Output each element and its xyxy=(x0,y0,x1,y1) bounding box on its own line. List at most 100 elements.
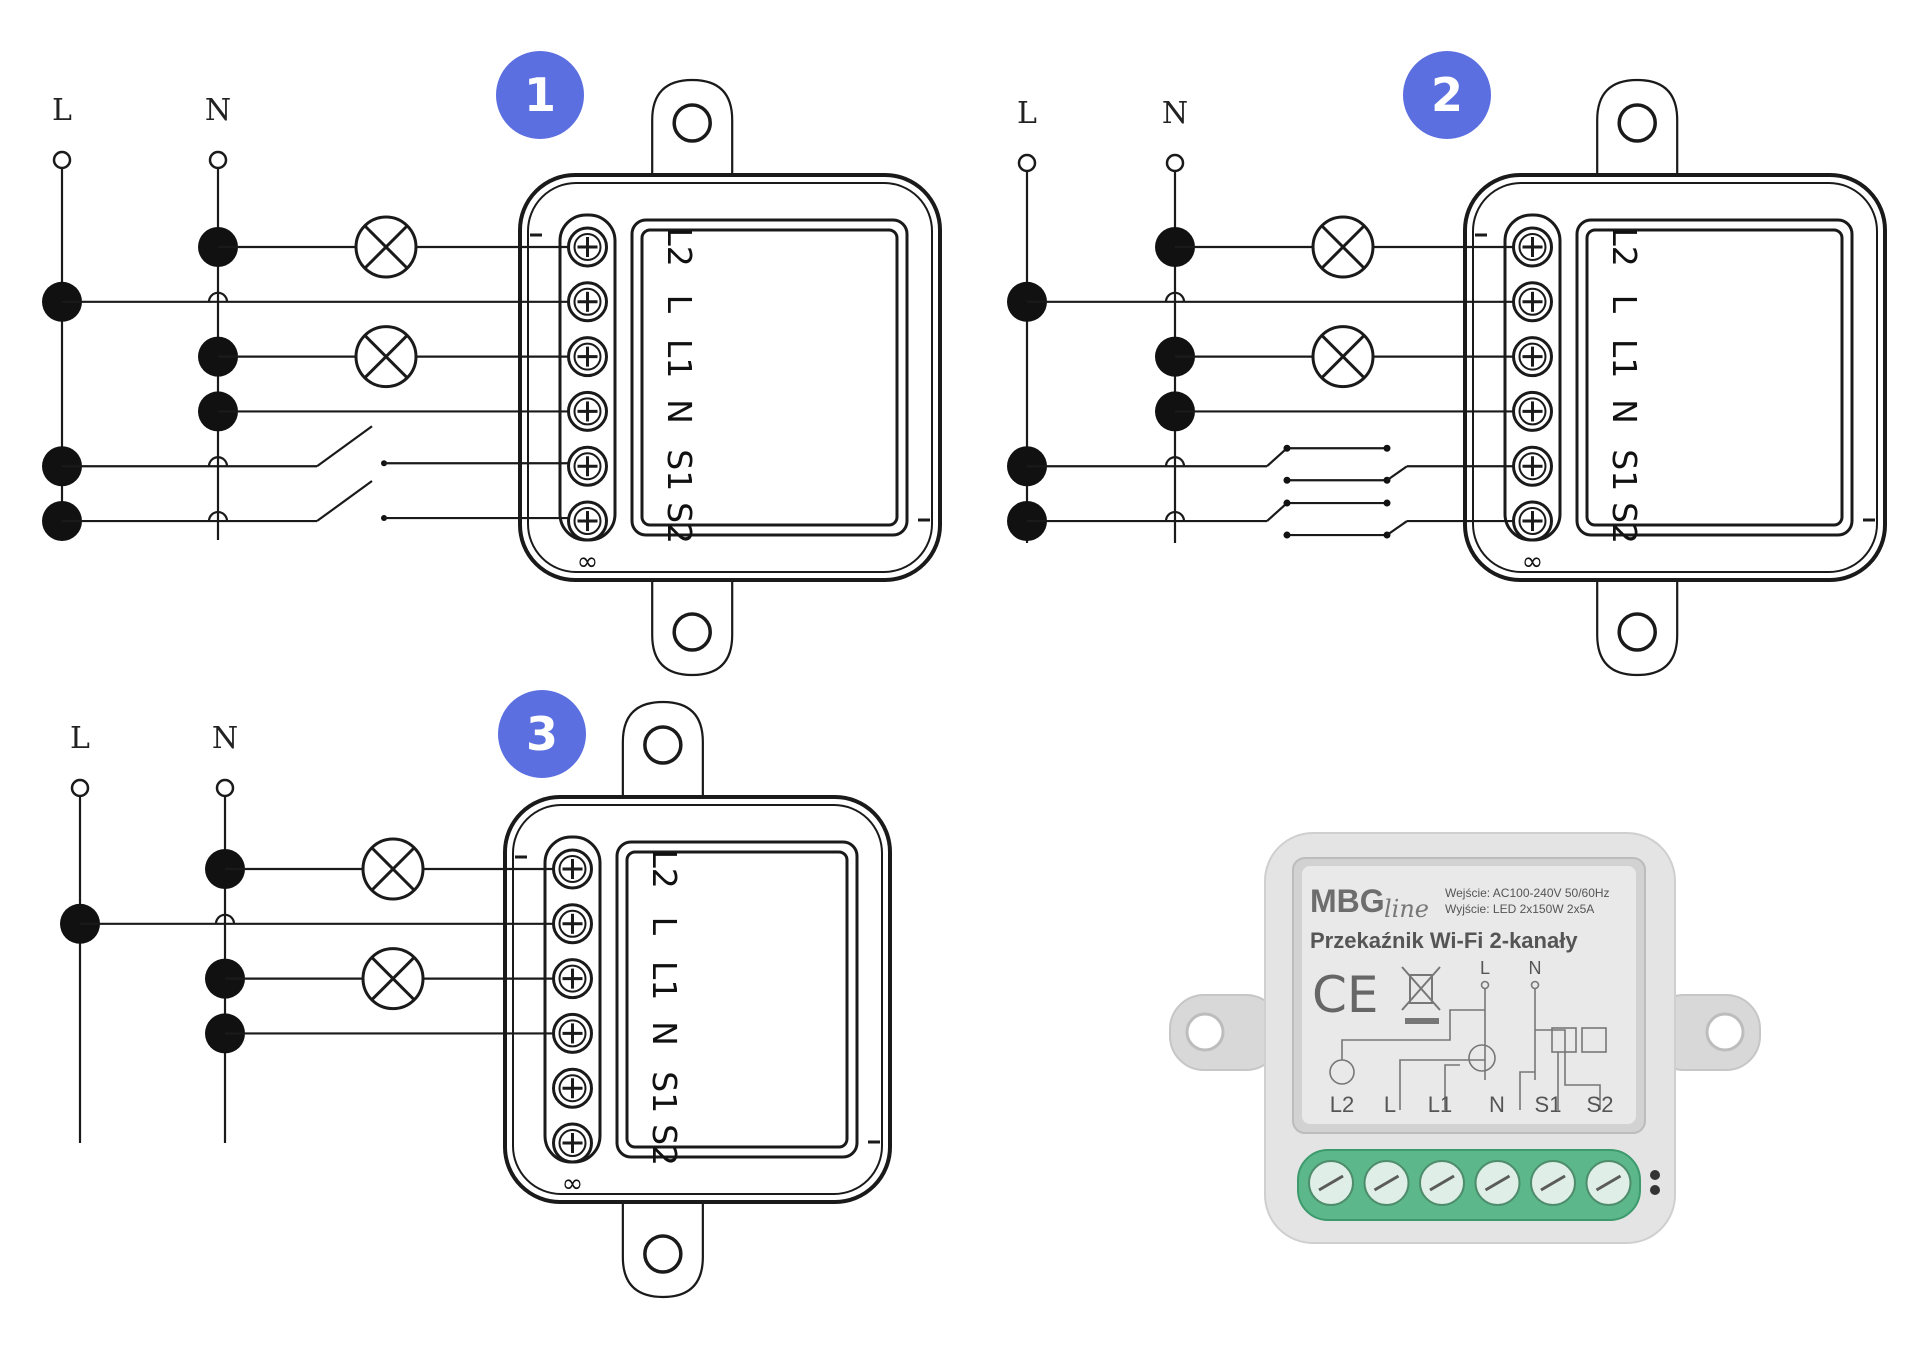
schematic-bottom-label: N xyxy=(1489,1092,1505,1117)
terminal-screw-slot xyxy=(1595,1174,1622,1192)
schematic-bottom-label: L xyxy=(1384,1092,1396,1117)
step-badge-number: 3 xyxy=(526,707,558,761)
spec-input: Wejście: AC100-240V 50/60Hz xyxy=(1445,886,1610,900)
terminal-label-l: L xyxy=(645,917,684,936)
module-body-inner xyxy=(527,182,933,573)
mounting-tab-bottom xyxy=(621,1202,704,1299)
screw-head xyxy=(558,1019,587,1048)
schematic-node xyxy=(1480,980,1490,990)
wire-crossover xyxy=(207,291,229,302)
schematic-top-label: L xyxy=(1480,958,1490,978)
step-badge xyxy=(498,690,586,778)
schematic-line xyxy=(1444,1064,1460,1110)
terminal-screw-slot xyxy=(1484,1174,1511,1192)
terminal-label-l2: L2 xyxy=(645,849,684,888)
supply-label-l: L xyxy=(1017,96,1037,131)
wire-crossover xyxy=(207,456,229,467)
terminal-label-l1: L1 xyxy=(645,961,684,1000)
schematic-line xyxy=(1519,1071,1535,1110)
schematic-lamp-icon xyxy=(1329,1059,1355,1085)
brand-logo-script: line xyxy=(1384,895,1429,923)
mounting-hole-top xyxy=(643,725,683,765)
switch-contact xyxy=(1283,531,1291,539)
supply-terminal-l xyxy=(70,778,90,798)
screw-head xyxy=(558,855,587,883)
label-panel xyxy=(630,218,909,537)
terminal-label-n: N xyxy=(660,399,699,424)
supply-terminal-n xyxy=(1165,153,1185,173)
switch-lever xyxy=(316,480,373,522)
screw-head xyxy=(1518,342,1547,371)
screw-head xyxy=(558,1129,587,1158)
wire-crossover xyxy=(1164,456,1186,467)
label-panel xyxy=(1575,218,1854,537)
supply-label-n: N xyxy=(212,721,238,756)
mounting-tab-top xyxy=(651,78,734,175)
mounting-tab-bottom xyxy=(651,580,734,677)
module-body-inner xyxy=(512,804,883,1195)
screw-head xyxy=(558,964,587,993)
supply-label-n: N xyxy=(1162,96,1188,131)
label-schematic xyxy=(1329,980,1607,1110)
product-title: Przekaźnik Wi-Fi 2-kanały xyxy=(1310,928,1578,953)
led-indicator-mark: ∞ xyxy=(562,1169,584,1199)
schematic-bottom-label: S1 xyxy=(1535,1092,1562,1117)
switch-lever xyxy=(316,425,373,468)
lamp-cross xyxy=(1320,224,1366,270)
supply-label-l: L xyxy=(52,93,72,128)
schematic-line xyxy=(1341,1009,1485,1060)
weee-bin-icon xyxy=(1401,966,1441,1024)
mounting-hole-bottom xyxy=(672,612,712,652)
mounting-hole-top xyxy=(1617,103,1657,143)
screw-head xyxy=(558,1074,587,1103)
screw-head xyxy=(573,507,602,536)
lamp-cross xyxy=(363,334,409,379)
switch-lever xyxy=(1386,465,1408,482)
schematic-bottom-label: S2 xyxy=(1587,1092,1614,1117)
schematic-lamp-icon xyxy=(1468,1044,1496,1072)
screw-head xyxy=(573,287,602,316)
supply-terminal-n xyxy=(208,150,228,170)
supply-terminal-l xyxy=(52,150,72,170)
screw-head xyxy=(1518,287,1547,316)
mounting-hole-top xyxy=(672,103,712,143)
label-panel xyxy=(615,840,859,1159)
supply-terminal-n xyxy=(215,778,235,798)
terminal-label-s1: S1 xyxy=(660,449,699,491)
schematic-line xyxy=(1535,1029,1601,1110)
screw-head xyxy=(1518,507,1547,536)
product-tab-hole-left xyxy=(1185,1012,1225,1052)
screw-head xyxy=(573,397,602,426)
step-badge xyxy=(1403,51,1491,139)
product-tab-hole-right xyxy=(1705,1012,1745,1052)
schematic-line xyxy=(1399,1059,1485,1110)
schematic-top-label: N xyxy=(1529,958,1542,978)
label-panel-inner xyxy=(1585,228,1844,527)
terminal-label-l: L xyxy=(660,295,699,314)
ce-mark: CE xyxy=(1312,966,1379,1024)
supply-label-l: L xyxy=(70,721,90,756)
schematic-node xyxy=(1530,980,1540,990)
terminal-screw-slot xyxy=(1429,1174,1455,1192)
switch-lever xyxy=(1386,520,1408,536)
lamp-cross xyxy=(363,224,409,270)
screw-head xyxy=(558,909,587,938)
screw-head xyxy=(1518,233,1547,261)
terminal-label-l2: L2 xyxy=(660,227,699,266)
terminal-label-s2: S2 xyxy=(645,1124,684,1166)
switch-contact xyxy=(1283,444,1291,452)
switch-contact xyxy=(1283,499,1291,507)
label-panel-inner xyxy=(640,228,899,527)
supply-terminal-l xyxy=(1017,153,1037,173)
spec-output: Wyjście: LED 2x150W 2x5A xyxy=(1445,902,1594,916)
schematic-bottom-label: L1 xyxy=(1428,1092,1452,1117)
brand-logo: MBG xyxy=(1310,883,1385,919)
screw-head xyxy=(573,342,602,371)
terminal-label-s1: S1 xyxy=(645,1071,684,1113)
switch-lever xyxy=(1266,447,1288,468)
switch-lever xyxy=(1266,502,1288,522)
wire-crossover xyxy=(207,510,229,522)
